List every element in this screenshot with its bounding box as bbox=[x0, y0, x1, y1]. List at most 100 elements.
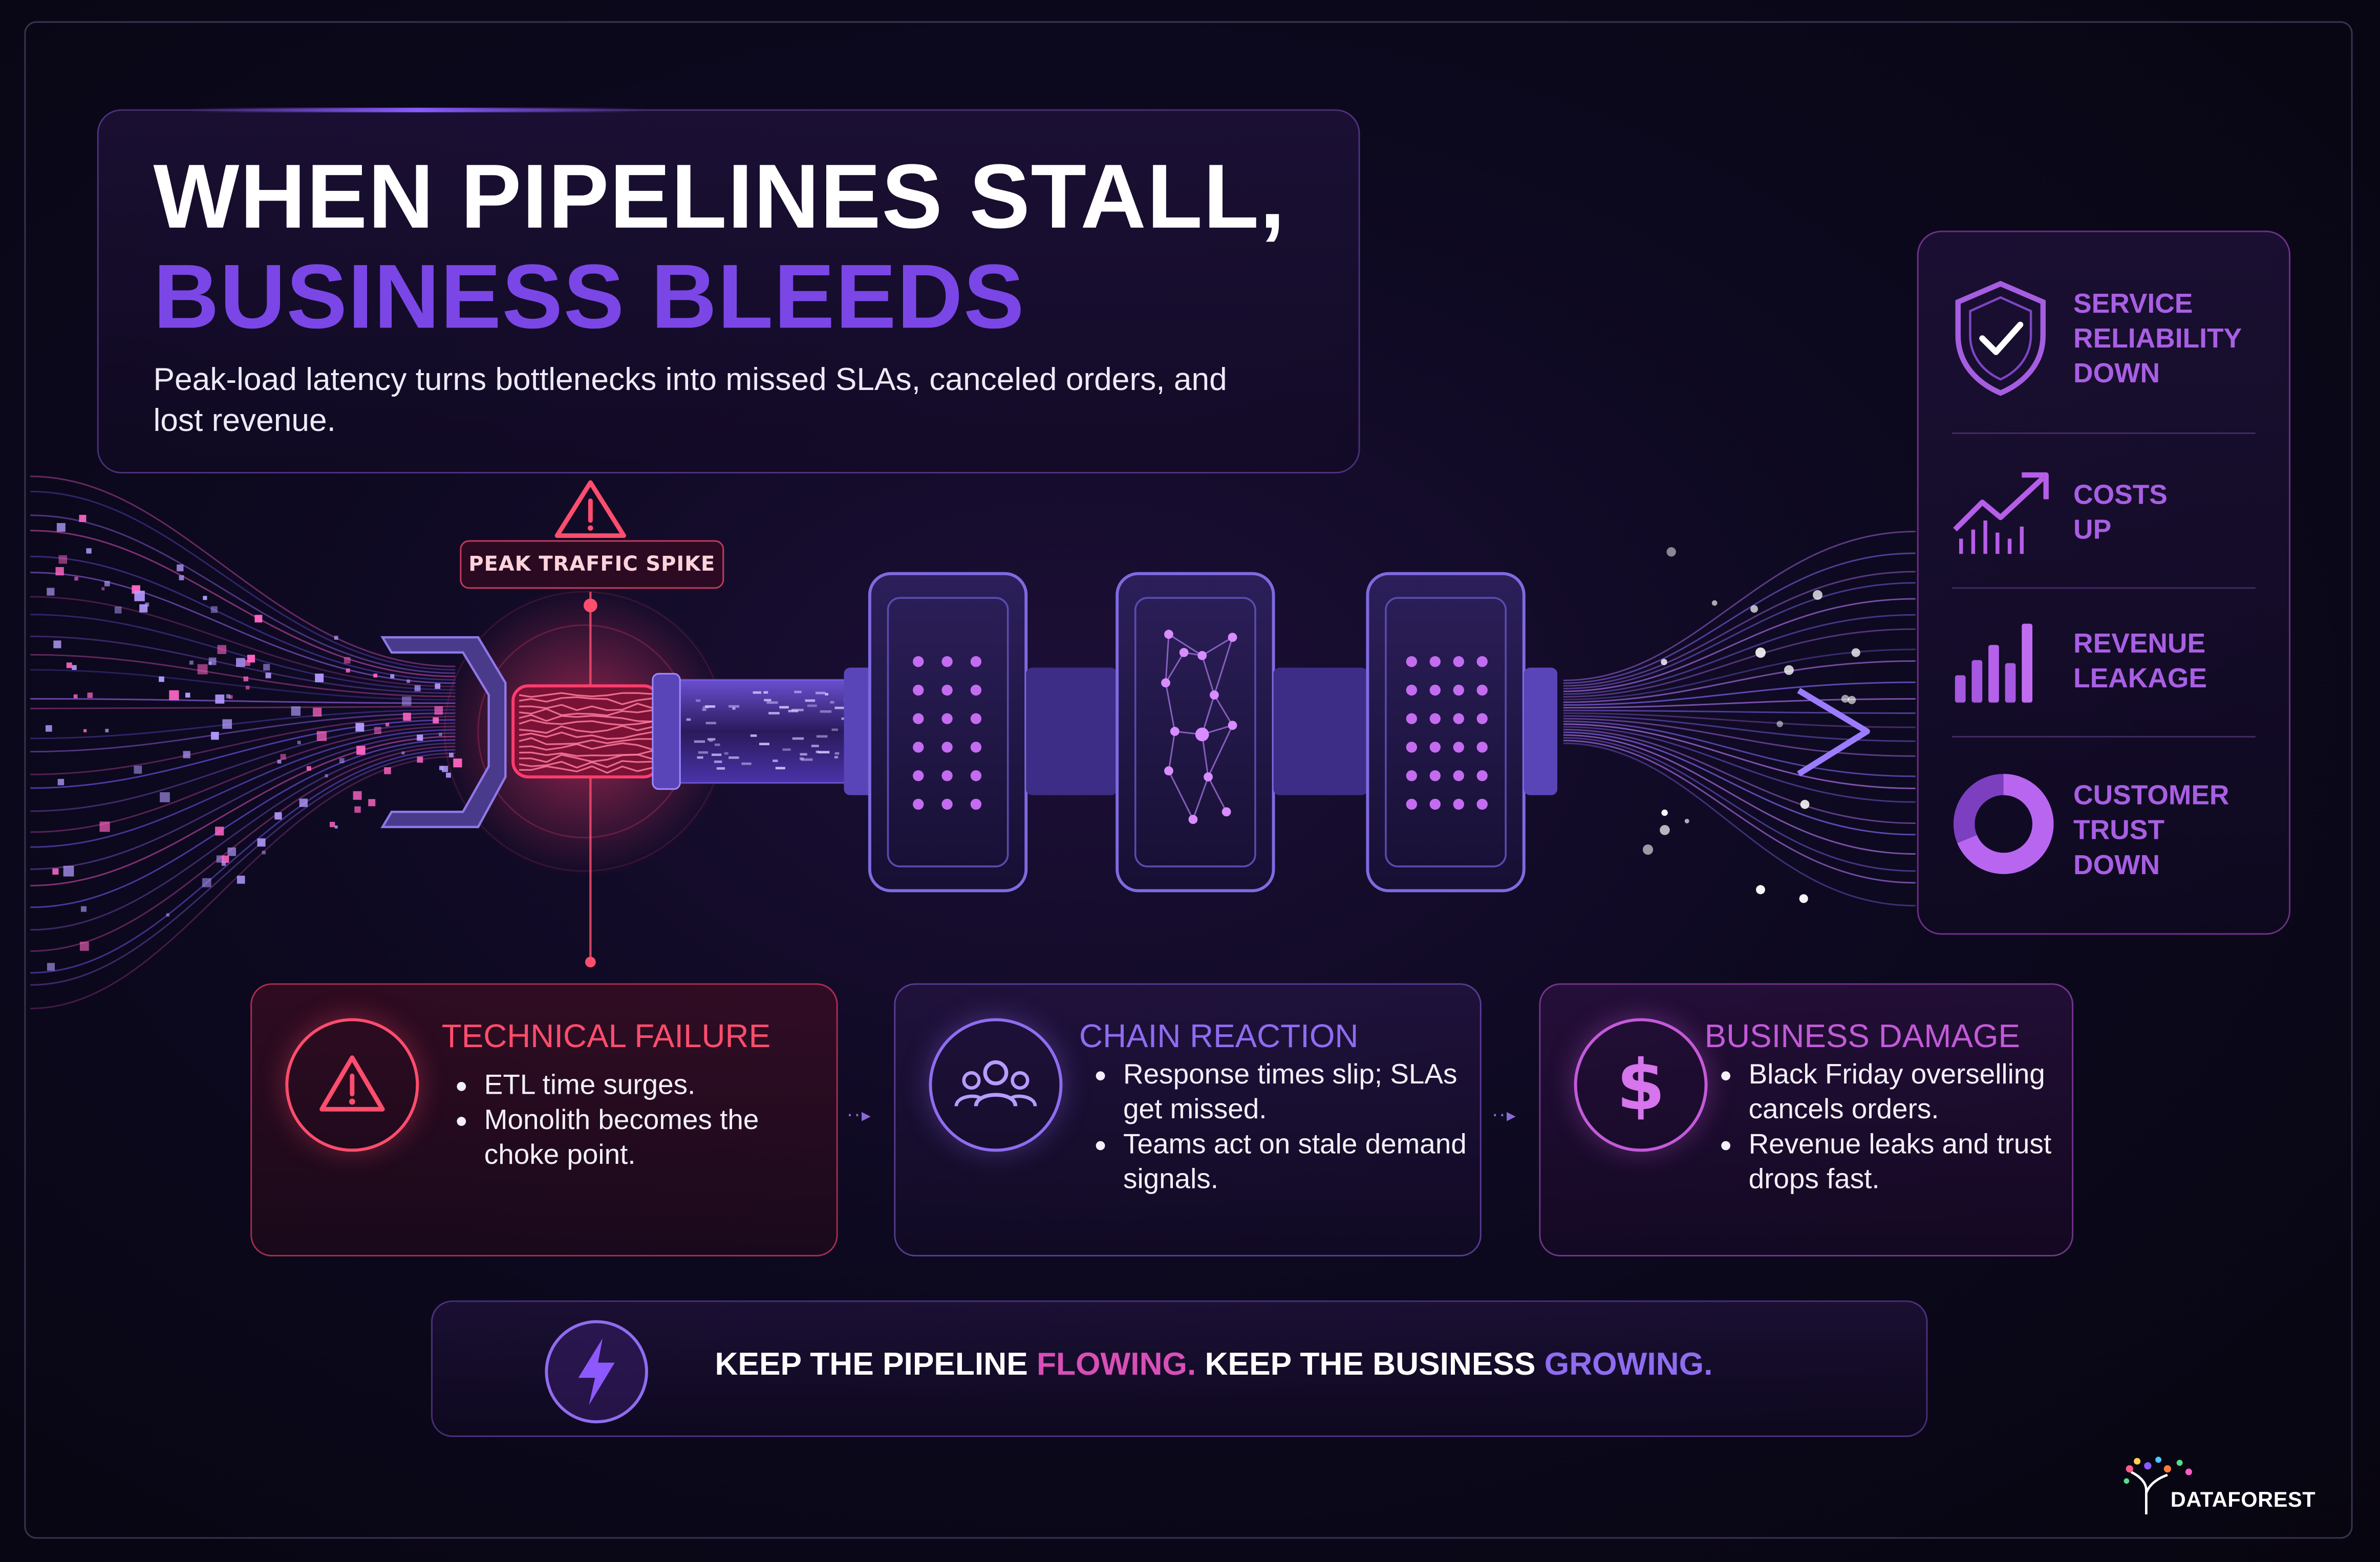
particle bbox=[373, 674, 378, 678]
module-dot bbox=[1453, 770, 1464, 782]
congested-data bbox=[519, 692, 653, 774]
pipe-inlet bbox=[380, 636, 507, 829]
flow-particle bbox=[791, 708, 804, 711]
particle bbox=[243, 676, 249, 682]
module-dot bbox=[941, 656, 953, 667]
particle bbox=[1848, 696, 1856, 704]
flow-particle bbox=[724, 752, 728, 755]
flow-particle bbox=[811, 745, 819, 747]
module-1 bbox=[844, 572, 1028, 893]
particle bbox=[86, 548, 92, 554]
flow-particle bbox=[709, 739, 713, 742]
particle bbox=[215, 827, 224, 836]
particle bbox=[179, 575, 184, 580]
particle bbox=[414, 685, 421, 691]
particle bbox=[87, 692, 93, 698]
flow-particle bbox=[816, 750, 820, 753]
impact-label-line: UP bbox=[2073, 514, 2112, 545]
network-edge bbox=[1168, 731, 1176, 771]
stream-line bbox=[1563, 737, 1916, 872]
fiber bbox=[519, 725, 653, 734]
flow-particle bbox=[696, 699, 701, 702]
module-dot bbox=[1406, 684, 1418, 696]
stream-line bbox=[30, 742, 456, 931]
particle bbox=[368, 799, 376, 807]
particle bbox=[166, 913, 169, 917]
flow-particle bbox=[800, 753, 807, 756]
card-title: TECHNICAL FAILURE bbox=[441, 1018, 771, 1055]
bullet: Black Friday overselling cancels orders. bbox=[1749, 1056, 2068, 1126]
fiber bbox=[519, 719, 653, 726]
module-2 bbox=[1026, 572, 1275, 893]
network-node bbox=[1228, 721, 1237, 730]
particle bbox=[257, 838, 266, 847]
particle bbox=[210, 606, 218, 613]
flow-particle bbox=[773, 760, 778, 762]
particle bbox=[74, 576, 78, 581]
technical-failure-card: TECHNICAL FAILURE ETL time surges. Monol… bbox=[250, 983, 838, 1256]
card-title: BUSINESS DAMAGE bbox=[1704, 1018, 2020, 1055]
tagline: KEEP THE PIPELINE FLOWING. KEEP THE BUSI… bbox=[715, 1348, 1712, 1384]
particle bbox=[297, 741, 301, 745]
title-glow-line bbox=[189, 107, 646, 113]
fiber bbox=[519, 692, 653, 698]
donut-chart-icon bbox=[1953, 774, 2054, 874]
particle bbox=[58, 555, 68, 564]
particle bbox=[208, 657, 217, 665]
flow-particle bbox=[763, 691, 768, 694]
stream-line bbox=[30, 726, 456, 833]
flow-particle bbox=[825, 693, 828, 696]
flow-particle bbox=[831, 728, 838, 731]
stream-line bbox=[30, 732, 456, 870]
particle bbox=[185, 692, 190, 698]
particle bbox=[385, 723, 390, 727]
flow-particle bbox=[711, 753, 722, 756]
particle bbox=[384, 767, 391, 774]
impact-label: SERVICE RELIABILITY DOWN bbox=[2073, 287, 2286, 392]
flow-particle bbox=[834, 756, 838, 758]
shield-check-icon bbox=[1955, 280, 2046, 396]
particle bbox=[202, 878, 211, 887]
particle bbox=[1660, 825, 1670, 835]
stream-line bbox=[1563, 582, 1916, 689]
module-dot bbox=[913, 742, 924, 753]
card-connector-arrow: ··▸ bbox=[1492, 1104, 1517, 1126]
card-bullets: Black Friday overselling cancels orders.… bbox=[1720, 1056, 2067, 1196]
divider bbox=[1952, 432, 2256, 434]
particle bbox=[55, 567, 64, 576]
particle bbox=[237, 876, 245, 884]
fiber bbox=[519, 760, 653, 769]
particle bbox=[265, 672, 271, 679]
flow-particle bbox=[818, 751, 830, 754]
flow-particle bbox=[779, 706, 789, 709]
impact-label: REVENUE LEAKAGE bbox=[2073, 627, 2286, 697]
particle bbox=[277, 760, 282, 764]
particle bbox=[101, 587, 105, 591]
flow-particle bbox=[716, 767, 725, 770]
particle bbox=[189, 660, 194, 665]
particle bbox=[1755, 647, 1766, 658]
dollar-icon: $ bbox=[1574, 1018, 1708, 1152]
particle bbox=[57, 778, 65, 786]
particle bbox=[1661, 659, 1667, 665]
stream-line bbox=[30, 729, 456, 848]
particle bbox=[390, 674, 395, 679]
particle bbox=[306, 766, 311, 771]
network-edge bbox=[1201, 695, 1215, 735]
particle bbox=[353, 791, 362, 800]
particle bbox=[81, 906, 87, 912]
stream-line bbox=[30, 654, 456, 698]
stream-line bbox=[30, 530, 456, 678]
particle bbox=[403, 712, 411, 721]
particle bbox=[134, 766, 142, 774]
particle bbox=[435, 683, 441, 689]
impact-label: COSTS UP bbox=[2073, 478, 2286, 548]
flow-particle bbox=[768, 712, 780, 714]
flow-particle bbox=[732, 707, 736, 710]
module-dot bbox=[1406, 713, 1418, 724]
particle bbox=[329, 821, 335, 828]
particle bbox=[356, 746, 366, 755]
particle bbox=[79, 514, 87, 522]
flow-particle bbox=[686, 718, 691, 721]
particle bbox=[47, 963, 55, 971]
